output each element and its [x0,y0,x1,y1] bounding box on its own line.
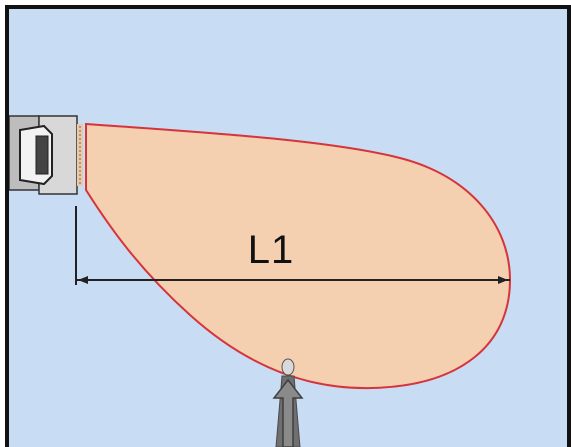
detection-zone [85,122,512,390]
room-frame [5,5,571,447]
dimension-arrowhead-right [498,276,508,284]
distance-label: L1 [247,228,295,272]
dimension-arrowhead-left [78,276,88,284]
sensor-device-icon [8,115,83,195]
approach-arrow-icon [272,378,304,447]
